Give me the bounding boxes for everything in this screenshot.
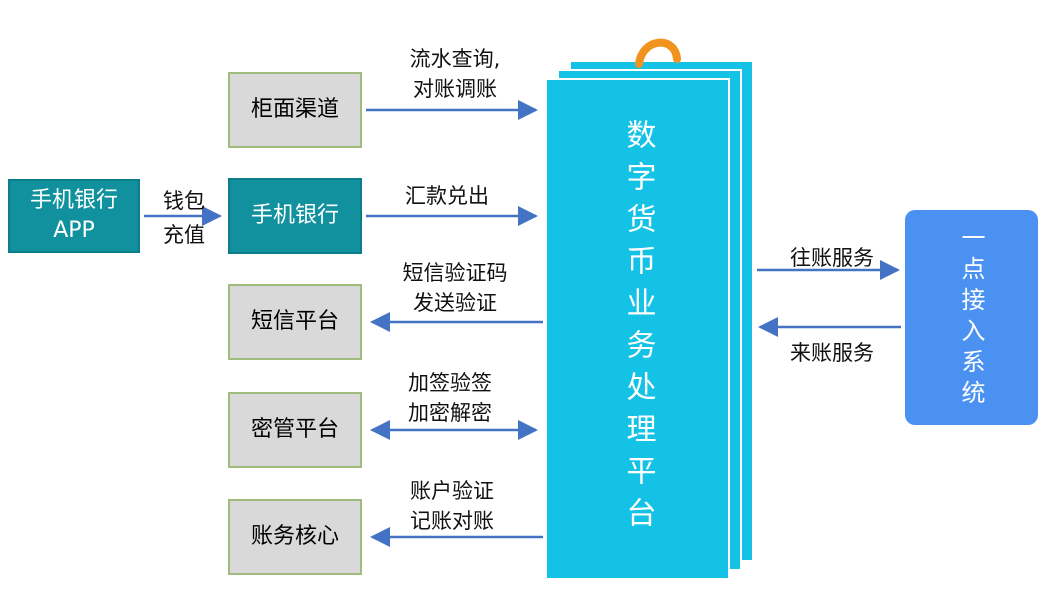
node-counter-channel-label: 柜面渠道	[250, 97, 339, 123]
node-mobile-banking: 手机银行	[228, 178, 362, 254]
node-access-system: 一点接入系统	[905, 210, 1038, 425]
edge-label-sign-encrypt: 加签验签 加密解密	[408, 371, 492, 425]
node-access-system-label: 一点接入系统	[957, 224, 985, 411]
edge-label-sms-verify: 短信验证码 发送验证	[402, 261, 508, 315]
edge-label-remittance: 汇款兑出	[405, 184, 489, 208]
node-accounting-core: 账务核心	[228, 499, 362, 575]
edge-label-incoming: 来账服务	[790, 341, 874, 365]
node-mobile-app-label: 手机银行 APP	[29, 188, 118, 243]
node-counter-channel: 柜面渠道	[228, 72, 362, 148]
node-mobile-banking-label: 手机银行	[250, 203, 339, 229]
node-sms-platform-label: 短信平台	[250, 309, 339, 335]
dc-platform-box: 数字货币业务处理平台	[545, 78, 730, 580]
node-mobile-app: 手机银行 APP	[8, 179, 140, 253]
node-accounting-core-label: 账务核心	[250, 524, 339, 550]
edge-label-wallet-recharge: 钱包 充值	[163, 189, 205, 247]
node-key-mgmt-platform-label: 密管平台	[250, 417, 339, 443]
edge-label-flow-query: 流水查询, 对账调账	[409, 47, 501, 101]
dc-platform-label: 数字货币业务处理平台	[620, 119, 656, 539]
node-sms-platform: 短信平台	[228, 284, 362, 360]
edge-label-account-verify: 账户验证 记账对账	[410, 479, 494, 533]
node-key-mgmt-platform: 密管平台	[228, 392, 362, 468]
edge-label-outgoing: 往账服务	[790, 246, 874, 270]
